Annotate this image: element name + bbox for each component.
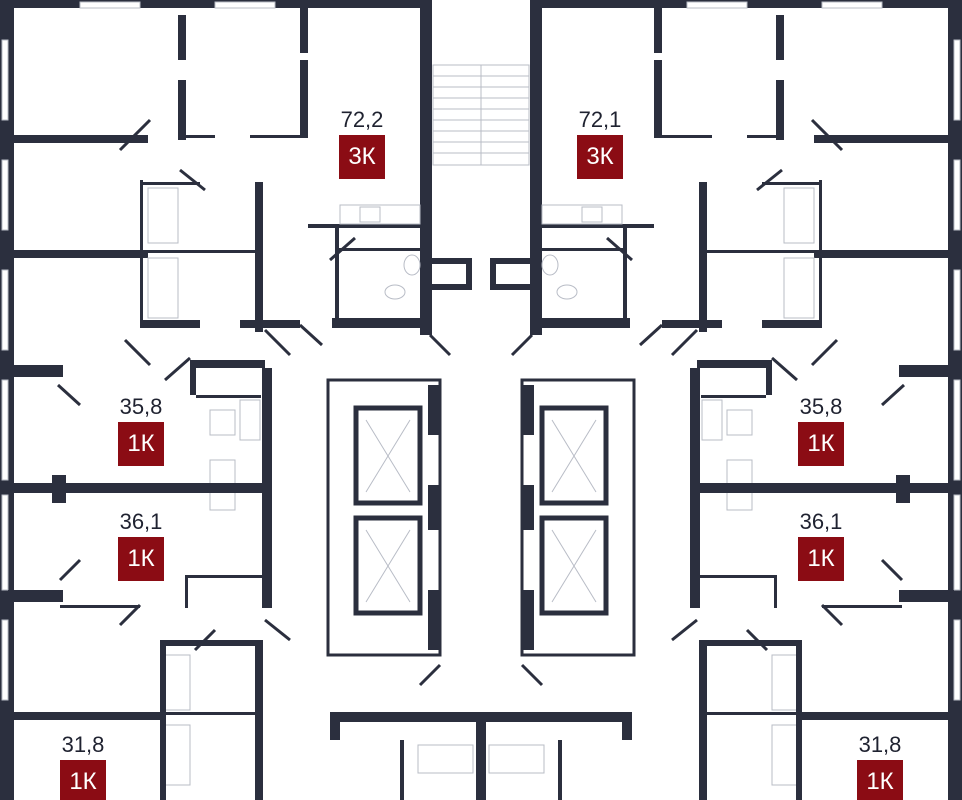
room-type-badge: 1К [798, 537, 844, 581]
area-label: 36,1 [119, 509, 163, 534]
apartment-31-8-right[interactable]: 31,8 1К [850, 733, 910, 800]
right-wing-walls [476, 0, 962, 800]
apartment-36-1-right[interactable]: 36,1 1К [791, 510, 851, 581]
apartment-36-1-left[interactable]: 36,1 1К [111, 510, 171, 581]
area-label: 72,2 [340, 107, 384, 132]
apartment-72-2[interactable]: 72,2 3К [332, 108, 392, 179]
area-label: 31,8 [858, 732, 902, 757]
apartment-35-8-left[interactable]: 35,8 1К [111, 395, 171, 466]
room-type-badge: 3К [339, 135, 385, 179]
room-type-badge: 1К [857, 760, 903, 800]
area-label: 31,8 [61, 732, 105, 757]
apartment-31-8-left[interactable]: 31,8 1К [53, 733, 113, 800]
area-label: 35,8 [799, 394, 843, 419]
apartment-35-8-right[interactable]: 35,8 1К [791, 395, 851, 466]
apartment-72-1[interactable]: 72,1 3К [570, 108, 630, 179]
room-type-badge: 1К [60, 760, 106, 800]
left-wing-walls [0, 0, 486, 800]
area-label: 35,8 [119, 394, 163, 419]
room-type-badge: 3К [577, 135, 623, 179]
room-type-badge: 1К [798, 422, 844, 466]
area-label: 72,1 [578, 107, 622, 132]
room-type-badge: 1К [118, 537, 164, 581]
area-label: 36,1 [799, 509, 843, 534]
room-type-badge: 1К [118, 422, 164, 466]
staircase [432, 64, 530, 166]
